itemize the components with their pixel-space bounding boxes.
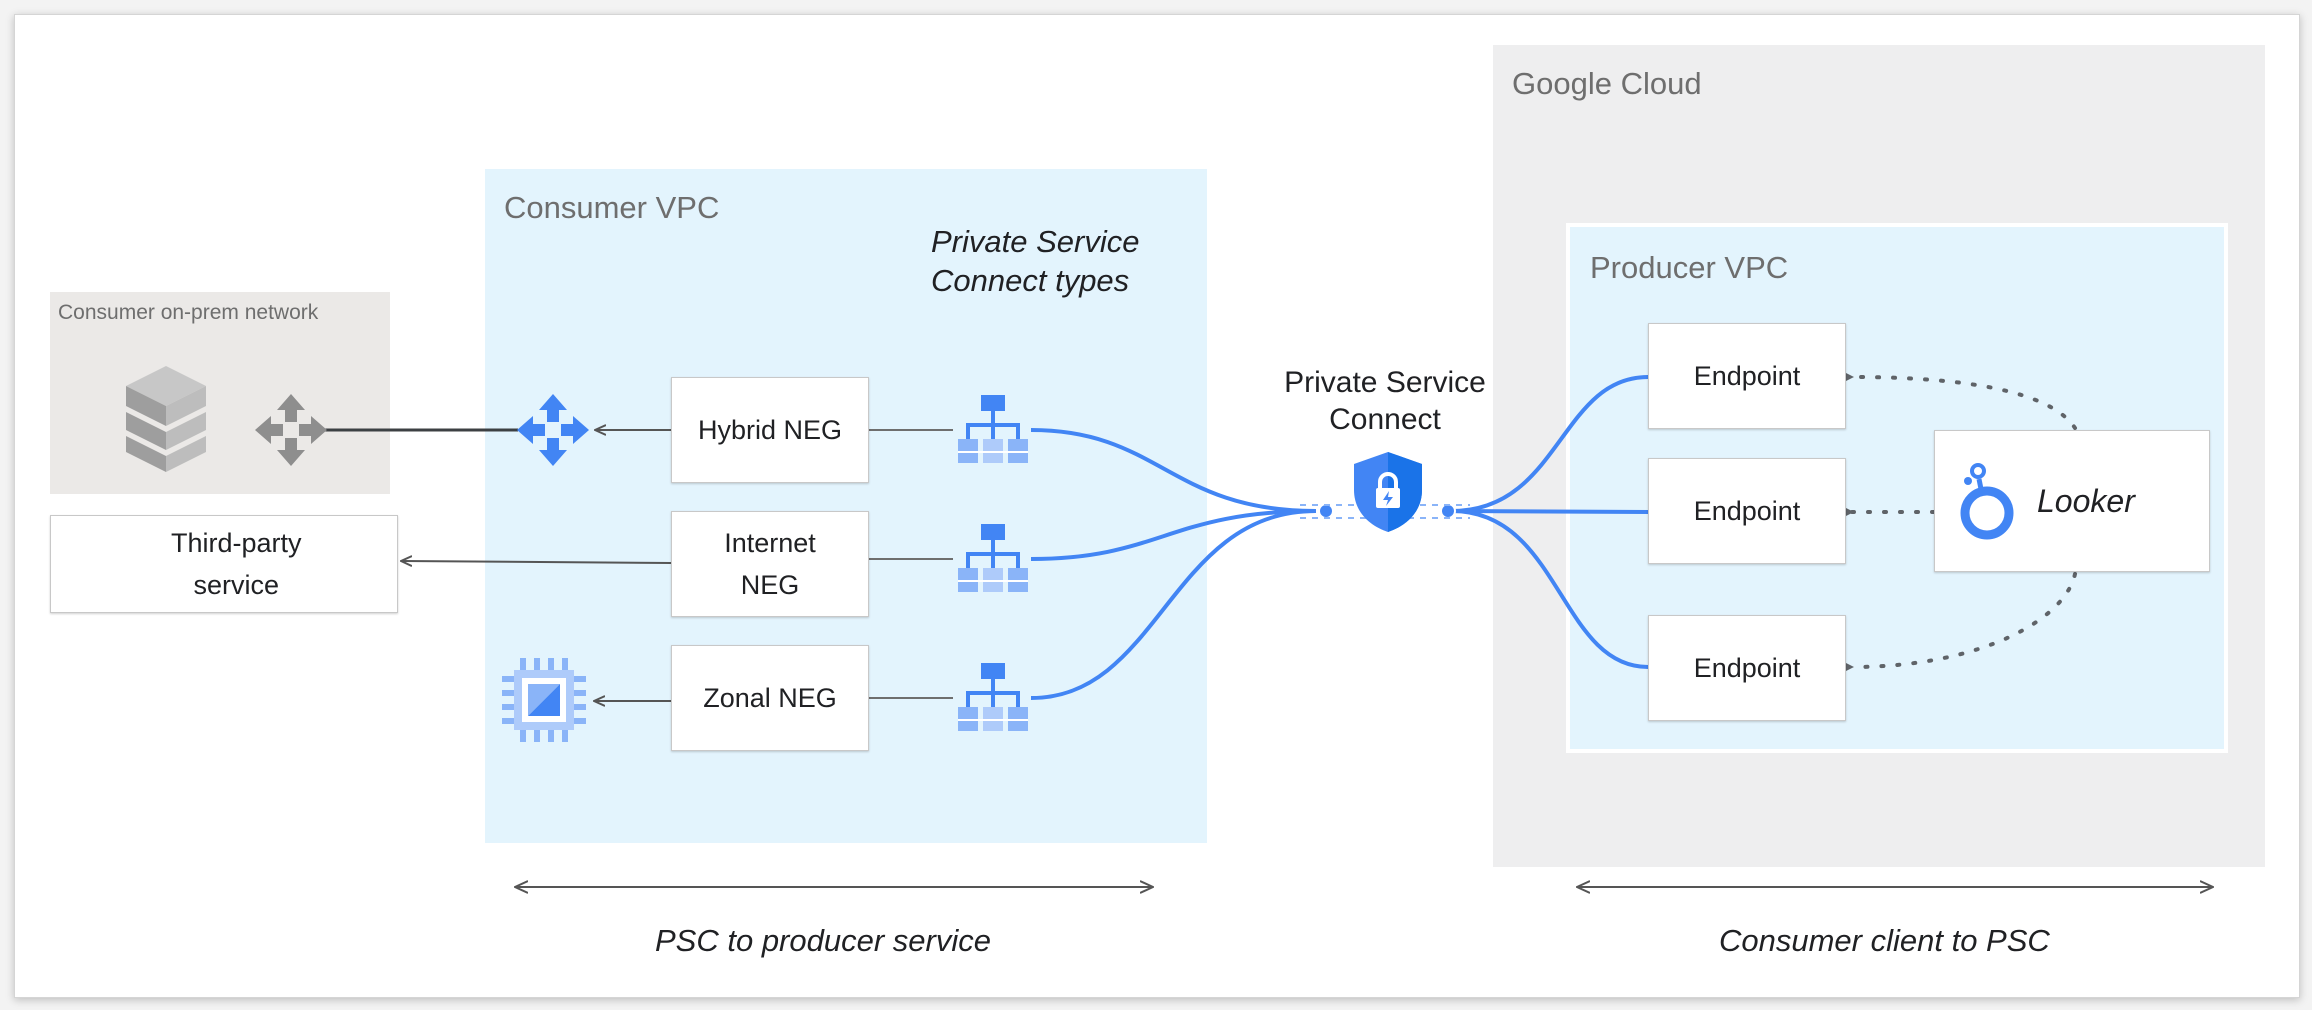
endpoint-box-1: Endpoint <box>1648 323 1846 429</box>
looker-box: Looker <box>1934 430 2210 572</box>
hybrid-neg-box: Hybrid NEG <box>671 377 869 483</box>
onprem-network-label: Consumer on-prem network <box>58 301 319 324</box>
consumer-to-psc-label: Consumer client to PSC <box>1719 923 2050 958</box>
load-balancer-icon-hybrid <box>958 395 1028 463</box>
internet-neg-box: Internet NEG <box>671 511 869 617</box>
google-cloud-label: Google Cloud <box>1512 66 1702 101</box>
load-balancer-icon-internet <box>958 524 1028 592</box>
consumer-vpc-label: Consumer VPC <box>504 190 720 225</box>
third-party-service-label: Third-party service <box>171 528 302 600</box>
endpoint-label-1: Endpoint <box>1693 361 1801 391</box>
psc-to-producer-label: PSC to producer service <box>655 923 991 958</box>
shield-lock-icon <box>1354 452 1422 532</box>
looker-logo-icon <box>1960 463 2014 540</box>
producer-vpc-label: Producer VPC <box>1590 250 1789 285</box>
endpoint-box-2: Endpoint <box>1648 458 1846 564</box>
endpoint-label-2: Endpoint <box>1693 496 1801 526</box>
internet-neg-label: Internet NEG <box>724 528 816 600</box>
psc-title: Private Service Connect <box>1284 366 1486 436</box>
hybrid-neg-label: Hybrid NEG <box>697 415 843 445</box>
zonal-neg-label: Zonal NEG <box>703 683 837 713</box>
psc-types-title: Private Service Connect types <box>931 224 1140 298</box>
looker-label: Looker <box>2037 483 2135 519</box>
router-icon <box>255 394 327 466</box>
third-party-service-box: Third-party service <box>50 515 398 613</box>
database-stack-icon <box>126 366 206 472</box>
endpoint-label-3: Endpoint <box>1693 653 1801 683</box>
load-balancer-icon-zonal <box>958 663 1028 731</box>
zonal-neg-box: Zonal NEG <box>671 645 869 751</box>
endpoint-box-3: Endpoint <box>1648 615 1846 721</box>
compute-chip-icon <box>502 658 586 742</box>
consumer-router-icon <box>517 394 589 466</box>
onprem-network-region <box>50 292 390 494</box>
